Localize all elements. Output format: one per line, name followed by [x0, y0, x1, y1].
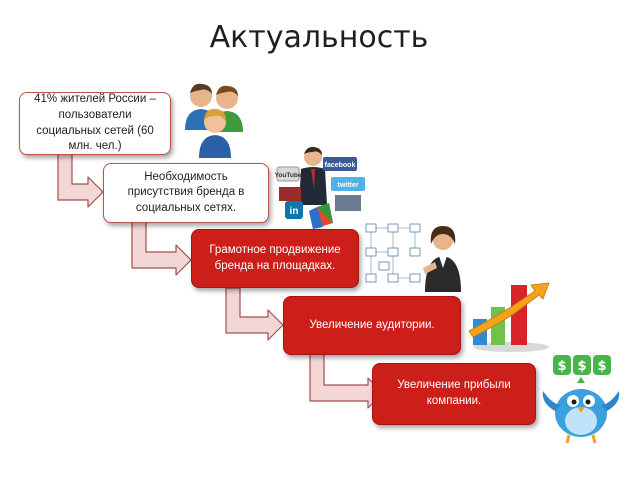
connector-arrow-1: [57, 152, 104, 208]
step-5-text: Увеличение прибыли компании.: [397, 379, 511, 407]
step-5-box: Увеличение прибыли компании.: [372, 363, 536, 425]
youtube-logo-text: YouTube: [275, 172, 302, 179]
twitter-bird-dollar-icon: $ $ $: [542, 355, 620, 444]
dollar-sign-2: $: [577, 359, 586, 374]
step-2-text: Необходимость присутствия бренда в социа…: [127, 170, 245, 214]
step-3-text: Грамотное продвижение бренда на площадка…: [209, 243, 341, 272]
step-1-box: 41% жителей России – пользователи социал…: [19, 92, 171, 155]
woman-network-diagram-icon: [365, 223, 461, 292]
dollar-sign-1: $: [557, 359, 566, 374]
businessman-social-media-icon: YouTube facebook twitter in: [275, 146, 365, 229]
dollar-sign-3: $: [597, 359, 606, 374]
growth-chart-icon: [468, 282, 550, 352]
people-group-icon: [185, 83, 243, 158]
page-title: Актуальность: [209, 20, 429, 55]
step-2-box: Необходимость присутствия бренда в социа…: [103, 163, 269, 223]
connector-arrow-2: [131, 219, 192, 276]
twitter-logo-text: twitter: [338, 182, 359, 189]
facebook-logo-text: facebook: [325, 162, 356, 169]
step-3-box: Грамотное продвижение бренда на площадка…: [191, 229, 359, 288]
connector-arrow-3: [225, 287, 284, 341]
step-1-text: 41% жителей России – пользователи социал…: [34, 93, 156, 153]
linkedin-logo-text: in: [290, 206, 299, 217]
step-4-box: Увеличение аудитории.: [283, 296, 461, 355]
step-4-text: Увеличение аудитории.: [309, 318, 435, 331]
